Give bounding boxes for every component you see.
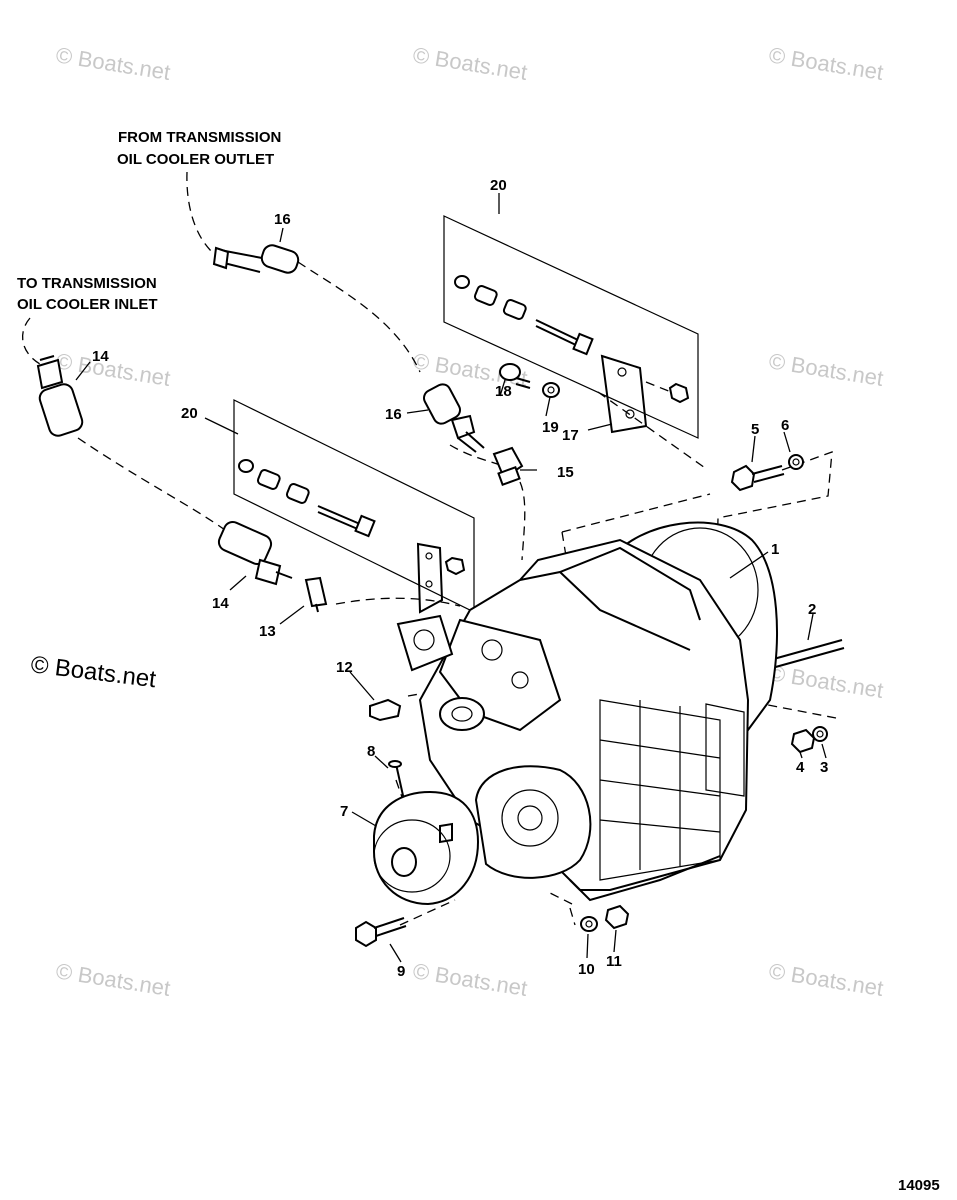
callout-16a: 16 <box>274 211 291 228</box>
fitting-14-lower <box>217 521 293 586</box>
note-from-cooler-line1: FROM TRANSMISSION <box>118 129 281 146</box>
callout-12: 12 <box>336 659 353 676</box>
bolt-5 <box>730 464 785 492</box>
callout-20a: 20 <box>490 177 507 194</box>
watermark-dark: © Boats.net <box>29 651 157 693</box>
watermark: © Boats.net <box>54 348 172 391</box>
note-from-cooler-line2: OIL COOLER OUTLET <box>117 151 274 168</box>
callout-14a: 14 <box>92 348 109 365</box>
watermark: © Boats.net <box>411 958 529 1001</box>
callout-4: 4 <box>796 759 805 776</box>
screw-8 <box>388 760 405 801</box>
callout-20b: 20 <box>181 405 198 422</box>
callout-5: 5 <box>751 421 759 438</box>
washer-19 <box>542 382 560 398</box>
callout-18: 18 <box>495 383 512 400</box>
fitting-14-upper <box>36 355 84 437</box>
figure-number: 14095 <box>898 1177 940 1194</box>
callout-13: 13 <box>259 623 276 640</box>
note-to-cooler-line2: OIL COOLER INLET <box>17 296 158 313</box>
callout-9: 9 <box>397 963 405 980</box>
fitting-13 <box>304 576 328 613</box>
bolt-18 <box>499 363 531 389</box>
callout-7: 7 <box>340 803 348 820</box>
fitting-15 <box>492 446 524 486</box>
watermark: © Boats.net <box>411 42 529 85</box>
callout-1: 1 <box>771 541 779 558</box>
fitting-16-lower <box>423 383 485 453</box>
fitting-16-upper <box>212 244 300 274</box>
callout-3: 3 <box>820 759 828 776</box>
mounting-kit-20-upper <box>443 215 699 439</box>
stud-2 <box>769 639 845 669</box>
callout-15: 15 <box>557 464 574 481</box>
watermark: © Boats.net <box>54 42 172 85</box>
callout-17: 17 <box>562 427 579 444</box>
note-to-cooler-line1: TO TRANSMISSION <box>17 275 157 292</box>
nut-11 <box>604 904 630 930</box>
callout-11: 11 <box>606 953 622 970</box>
output-coupling-7 <box>373 790 480 906</box>
watermark: © Boats.net <box>767 348 885 391</box>
watermark: © Boats.net <box>767 958 885 1001</box>
watermark: © Boats.net <box>54 958 172 1001</box>
callout-19: 19 <box>542 419 559 436</box>
watermark: © Boats.net <box>767 42 885 85</box>
callout-2: 2 <box>808 601 816 618</box>
bolt-9 <box>355 917 407 948</box>
leader-lines <box>75 193 827 963</box>
callout-14b: 14 <box>212 595 229 612</box>
callout-labels: 16 20 14 20 16 18 19 17 15 5 6 1 2 14 13… <box>92 177 828 980</box>
nut-4 <box>790 728 816 754</box>
washer-3 <box>812 726 828 742</box>
transmission-housing-1 <box>396 521 778 902</box>
callout-10: 10 <box>578 961 595 978</box>
watermark: © Boats.net <box>767 660 885 703</box>
sensor-12 <box>369 698 402 722</box>
callout-6: 6 <box>781 417 789 434</box>
hose-routing-lines <box>21 171 837 926</box>
callout-16b: 16 <box>385 406 402 423</box>
washer-6 <box>788 454 804 470</box>
washer-10 <box>580 916 598 932</box>
callout-8: 8 <box>367 743 375 760</box>
